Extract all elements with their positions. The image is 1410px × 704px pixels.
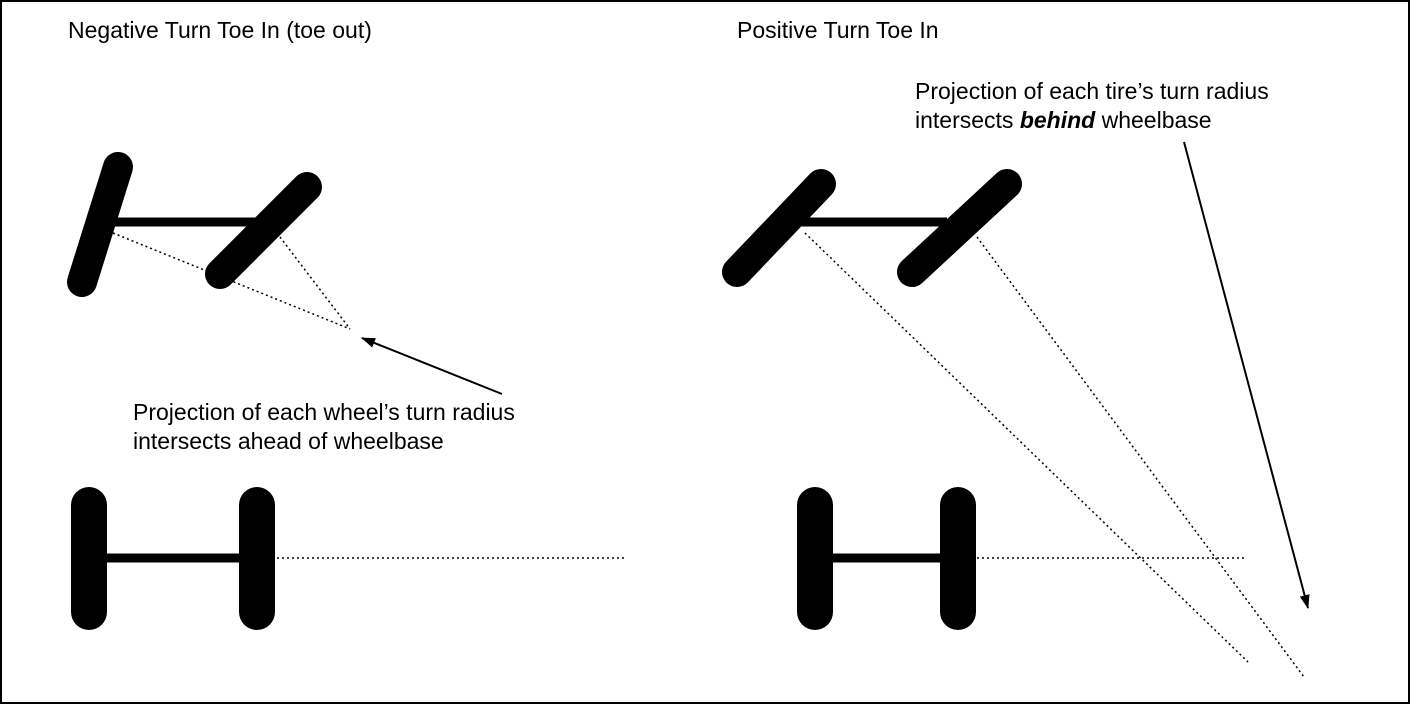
left-panel-title: Negative Turn Toe In (toe out) — [68, 17, 372, 43]
front-right-wheel-toe-in — [897, 169, 1022, 287]
right-note-line-2-post: wheelbase — [1095, 107, 1212, 133]
turn-radius-projection-right-a — [804, 232, 1249, 663]
turn-radius-projection-right-b — [976, 236, 1305, 678]
intersection-arrow-left — [361, 337, 503, 395]
right-note-line-1: Projection of each tire’s turn radius — [915, 78, 1269, 104]
right-panel-title: Positive Turn Toe In — [737, 17, 939, 43]
front-left-wheel-toe-out — [67, 152, 133, 297]
left-panel-note: Projection of each wheel’s turn radius i… — [133, 398, 515, 456]
left-note-line-1: Projection of each wheel’s turn radius — [133, 399, 515, 425]
right-note-emphasis: behind — [1019, 107, 1096, 133]
front-right-wheel-toe-out — [205, 172, 322, 289]
right-note-line-2-pre: intersects — [915, 107, 1020, 133]
turn-radius-projection-left-b — [279, 236, 351, 330]
right-panel-note: Projection of each tire’s turn radius in… — [915, 77, 1269, 135]
front-left-wheel-toe-in — [722, 169, 836, 287]
left-note-line-2: intersects ahead of wheelbase — [133, 428, 444, 454]
right-note-line-2: intersects behind wheelbase — [915, 106, 1269, 135]
intersection-arrow-right — [1183, 141, 1310, 609]
